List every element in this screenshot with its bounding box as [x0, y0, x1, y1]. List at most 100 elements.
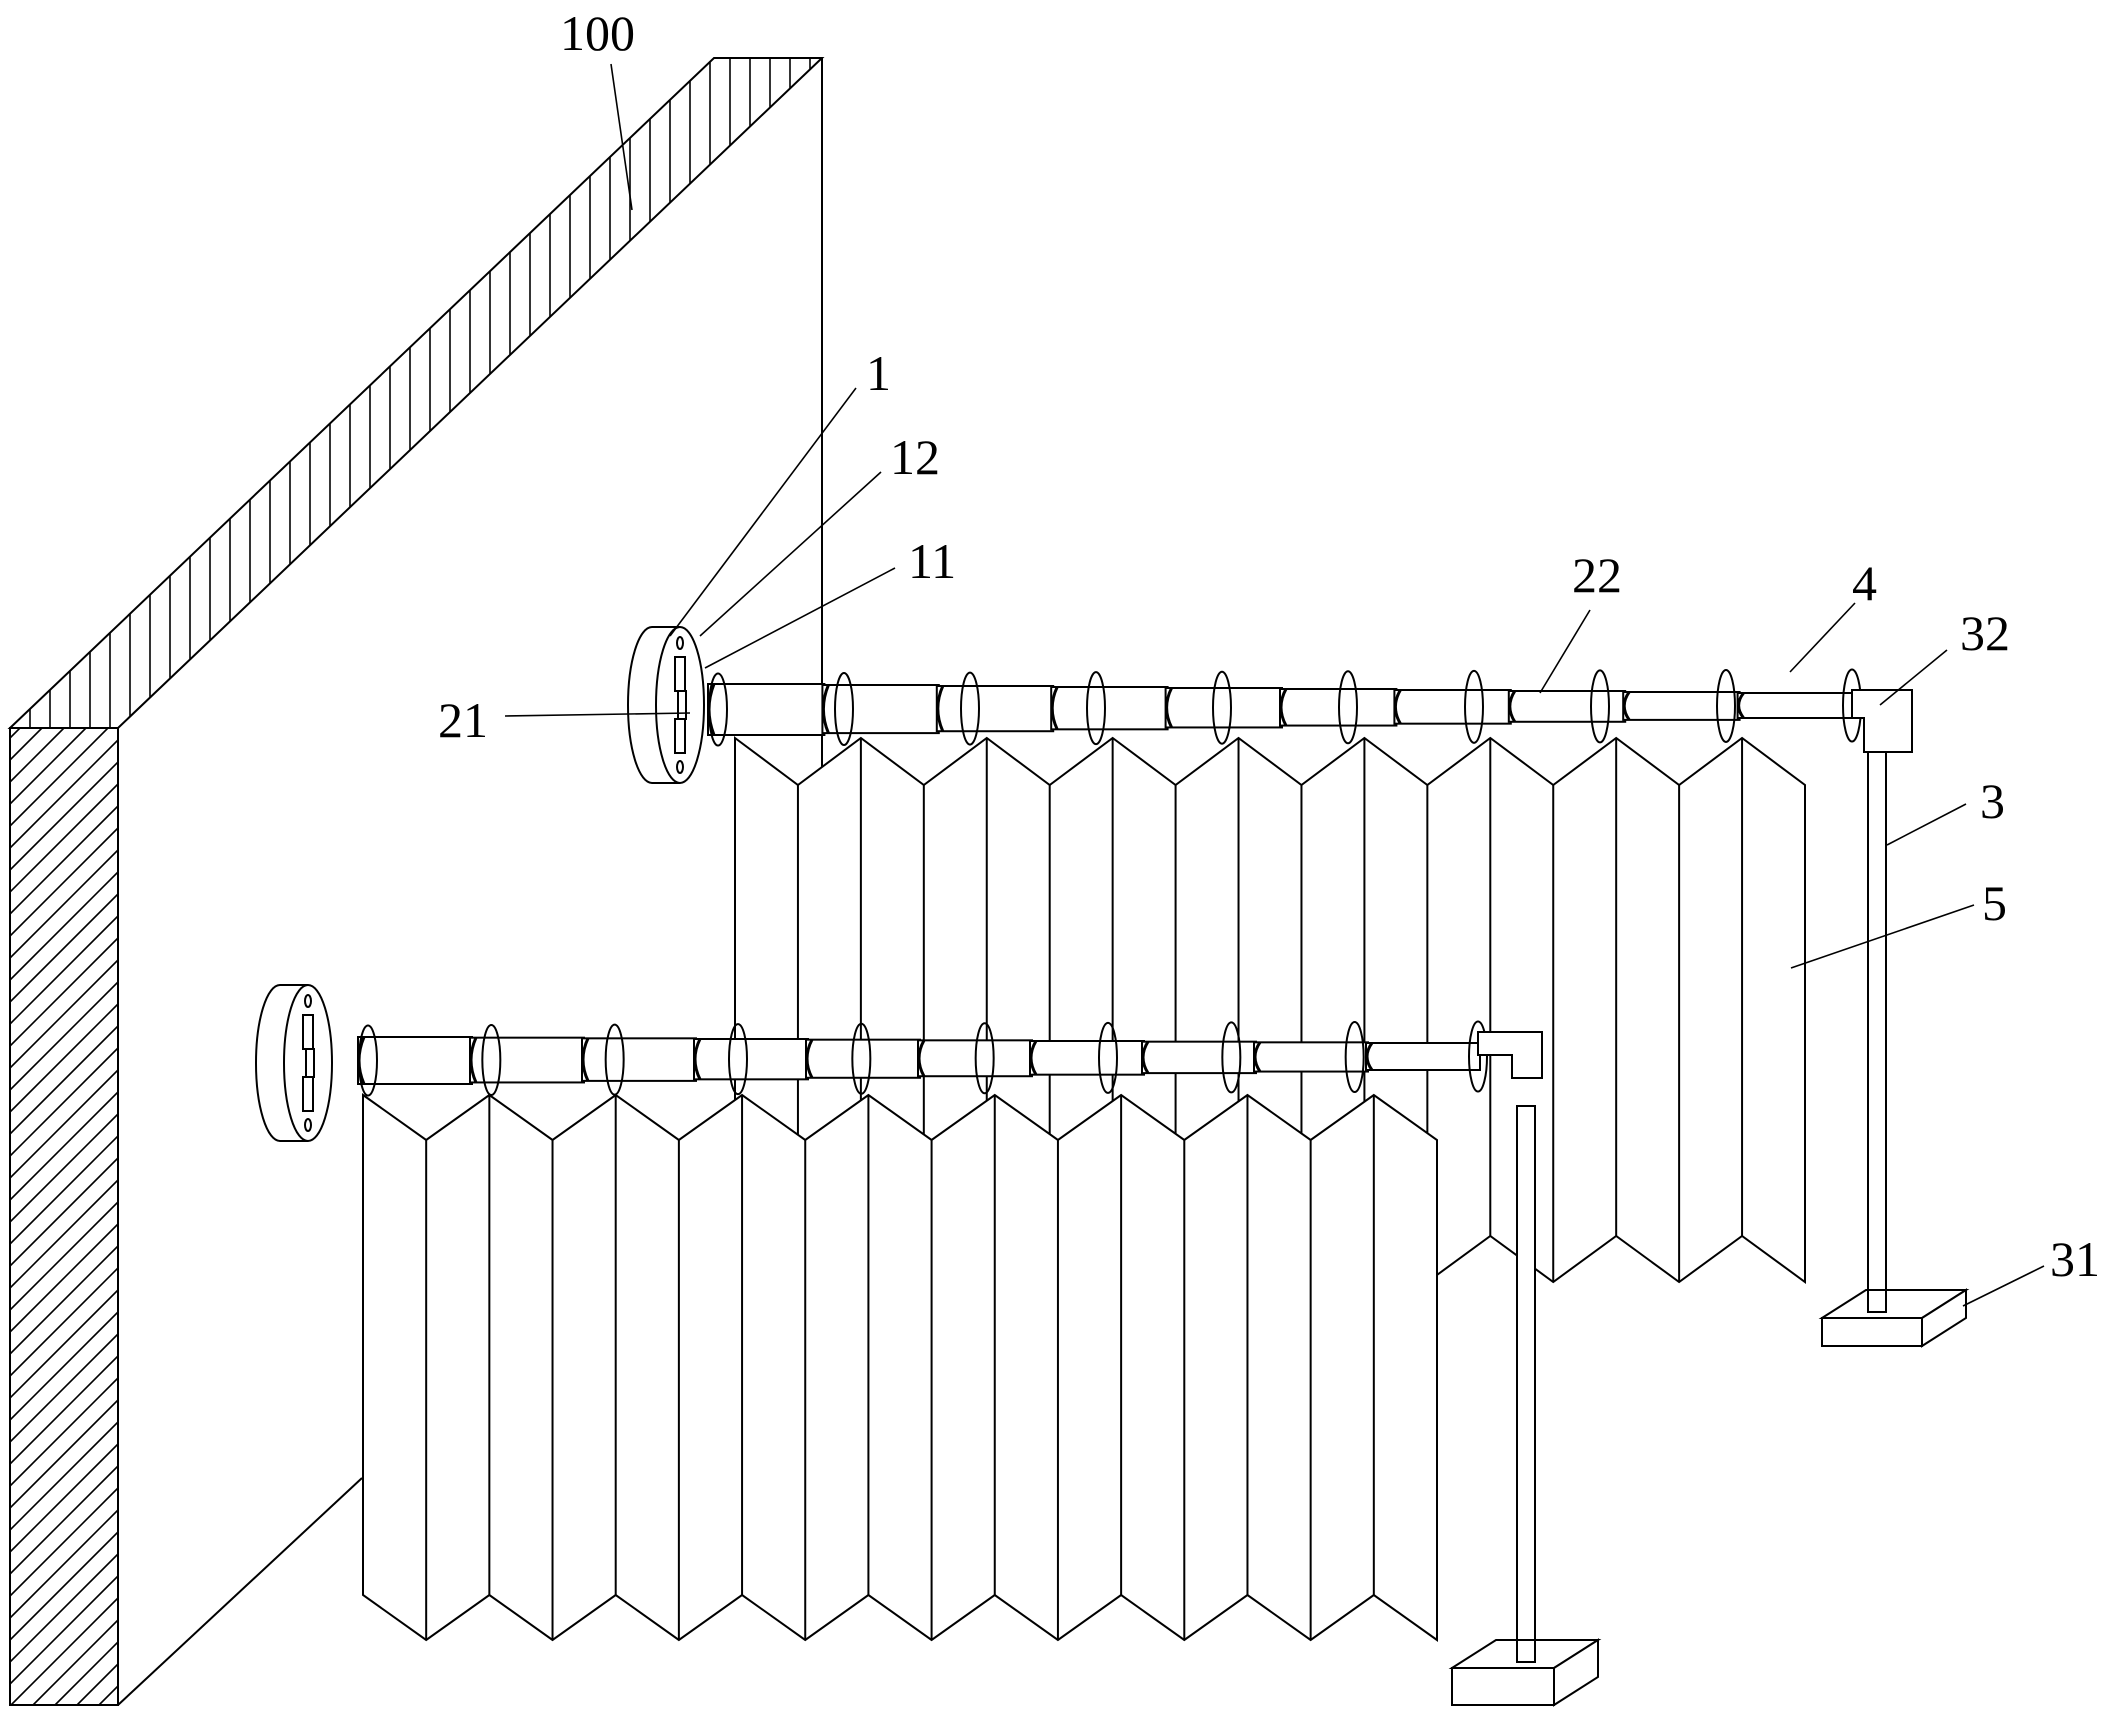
rod-joint	[1141, 1040, 1150, 1074]
wall-hatch-line	[9, 727, 43, 761]
hanging-ring	[834, 672, 854, 747]
wall-hatch-line	[9, 1377, 119, 1487]
rod-joint	[1165, 687, 1173, 729]
rod-segment	[1622, 691, 1741, 721]
hanging-ring	[1212, 670, 1232, 745]
wall-hatch-line	[10, 1597, 119, 1706]
rod-segment	[1029, 1040, 1145, 1076]
rod-joint	[1365, 1042, 1374, 1071]
hanging-ring	[604, 1023, 625, 1096]
mount-hole-icon	[676, 636, 684, 650]
hanging-ring	[708, 672, 728, 747]
leader-lines	[504, 63, 2045, 1307]
rod-segment	[1736, 692, 1855, 719]
rod-segment	[1253, 1041, 1369, 1073]
label-100: 100	[560, 5, 635, 61]
wall-hatch-line	[9, 1267, 119, 1377]
wall-hatch-line	[9, 1179, 119, 1289]
mount-collar	[677, 690, 687, 720]
wall-hatch-line	[9, 1091, 119, 1201]
hanging-ring	[1338, 670, 1358, 745]
hanging-ring	[960, 671, 980, 746]
hanging-ring	[1590, 669, 1610, 744]
label-3: 3	[1980, 773, 2005, 829]
wall-hatch-line	[9, 1399, 119, 1509]
hanging-ring	[481, 1024, 502, 1097]
wall-hatch-line	[9, 1069, 119, 1179]
wall-front-hatch	[9, 727, 119, 1706]
leader-3	[1886, 803, 1967, 846]
wall-hatch-line	[9, 1465, 119, 1575]
wall-hatch-line	[9, 727, 109, 827]
wall-hatch-line	[9, 1223, 119, 1333]
rod-joint	[936, 685, 945, 732]
wall-top-face	[7, 57, 825, 729]
wall-hatch-line	[9, 739, 119, 849]
rod-segment	[805, 1038, 921, 1079]
wall-hatch-line	[9, 1311, 119, 1421]
wall-hatch-line	[9, 1443, 119, 1553]
rod-joint	[1622, 691, 1631, 721]
hanging-ring	[1221, 1021, 1242, 1094]
wall-hatch-line	[9, 1333, 119, 1443]
lower-support	[1448, 1031, 1602, 1707]
hanging-ring	[851, 1022, 872, 1095]
hanging-ring	[1468, 1020, 1488, 1093]
leader-12	[699, 471, 882, 637]
rod-joint	[693, 1038, 702, 1080]
rod-joint	[1253, 1041, 1262, 1073]
wall-hatch-line	[9, 1201, 119, 1311]
leader-32	[1879, 649, 1948, 706]
leader-4	[1789, 602, 1856, 673]
rod-joint	[1029, 1040, 1038, 1076]
hanging-ring	[358, 1024, 378, 1097]
mount-collar	[305, 1048, 315, 1078]
rod-segment	[693, 1038, 809, 1081]
leader-22	[1539, 609, 1591, 694]
rod-segment	[935, 685, 1055, 733]
rod-segment	[1365, 1042, 1481, 1071]
wall-hatch-line	[9, 893, 119, 1003]
wall-hatch-line	[9, 727, 65, 783]
lower-floor-base	[1448, 1638, 1602, 1707]
hanging-ring	[1716, 668, 1736, 743]
upper-rod-assembly	[627, 626, 1862, 784]
wall-hatch-line	[9, 871, 119, 981]
hanging-ring	[974, 1022, 995, 1095]
wall-hatch-line	[9, 783, 119, 893]
mount-clamp	[674, 656, 686, 692]
leader-31	[1962, 1265, 2045, 1307]
hanging-ring	[1098, 1021, 1118, 1094]
wall-hatch-line	[9, 959, 119, 1069]
mount-hole-icon	[304, 1118, 312, 1132]
upper-support	[1818, 689, 1970, 1348]
callout-labels: 100 1 12 11 21 22 4 32 3 5 31	[438, 5, 2100, 1287]
wall-hatch-line	[9, 1553, 119, 1663]
rod-joint	[1737, 692, 1745, 719]
wall-hatch-line	[9, 1003, 119, 1113]
hanging-ring	[1344, 1020, 1365, 1093]
mount-hole-icon	[676, 760, 684, 774]
wall-hatch-line	[32, 1619, 119, 1706]
leader-100	[610, 63, 633, 211]
wall-hatch-line	[9, 937, 119, 1047]
wall-hatch-line	[9, 1157, 119, 1267]
lower-rod-assembly	[255, 984, 1488, 1142]
wall-hatch-line	[9, 761, 119, 871]
wall-hatch-line	[9, 981, 119, 1091]
mount-clamp	[674, 718, 686, 754]
wall-hatch-line	[9, 727, 87, 805]
lower-support-pole	[1516, 1105, 1536, 1669]
label-21: 21	[438, 692, 488, 748]
label-12: 12	[890, 429, 940, 485]
lower-curtain	[362, 1093, 1438, 1642]
wall-hatch-line	[9, 827, 119, 937]
rod-joint	[1279, 688, 1288, 727]
rod-joint	[821, 684, 830, 734]
label-22: 22	[1572, 547, 1622, 603]
rod-segment	[1164, 687, 1283, 729]
label-1: 1	[866, 345, 891, 401]
rod-segment	[469, 1036, 585, 1084]
wall-hatch-line	[9, 915, 119, 1025]
